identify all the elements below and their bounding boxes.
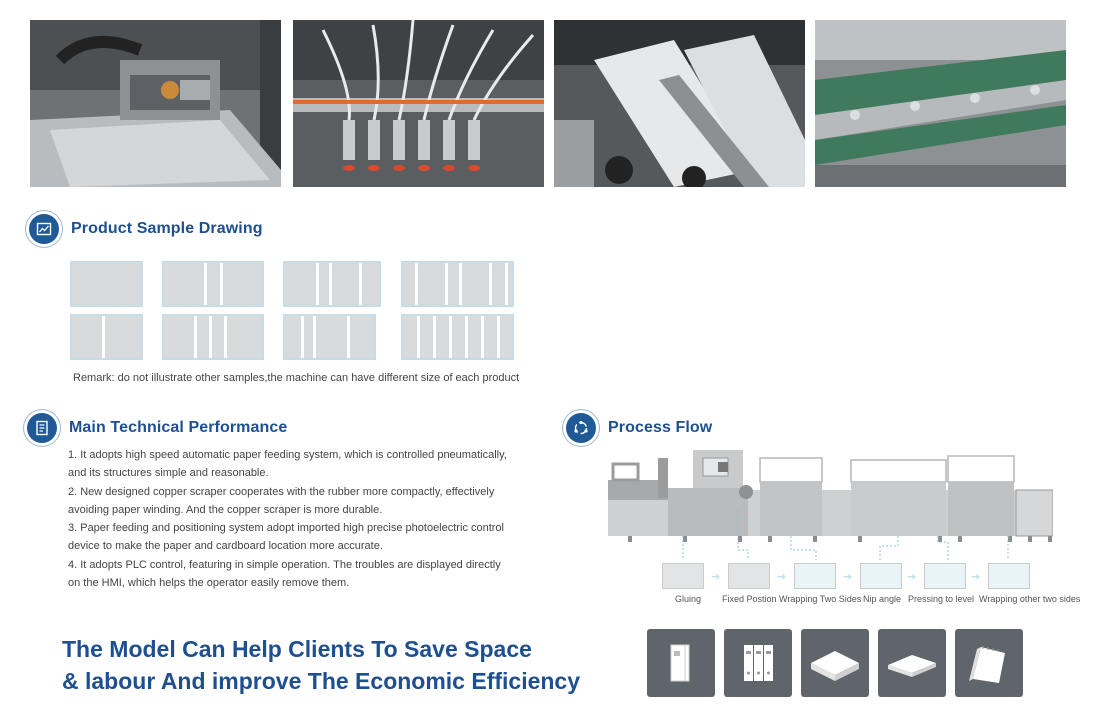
performance-line: 3. Paper feeding and positioning system … bbox=[68, 522, 504, 535]
arrow-icon: ➔ bbox=[777, 571, 787, 583]
performance-line: 1. It adopts high speed automatic paper … bbox=[68, 449, 507, 461]
lever-arch-files-icon bbox=[724, 629, 792, 697]
sample-five-lines bbox=[401, 261, 514, 307]
drawing-icon bbox=[29, 214, 59, 244]
machine-diagram bbox=[608, 450, 1054, 562]
slogan: The Model Can Help Clients To Save Space… bbox=[62, 633, 580, 697]
step-label: Nip angle bbox=[863, 594, 902, 604]
step-label: Wrapping Two Sides bbox=[779, 594, 862, 604]
sample-six-lines bbox=[401, 314, 514, 360]
step-label: Pressing to level bbox=[908, 594, 975, 604]
performance-list: 1. It adopts high speed automatic paper … bbox=[68, 446, 518, 592]
sample-plain bbox=[70, 261, 143, 307]
slogan-line-1: The Model Can Help Clients To Save Space bbox=[62, 636, 532, 662]
machine-feeder-photo bbox=[30, 20, 281, 187]
document-icon bbox=[27, 413, 57, 443]
rubber-roller-photo bbox=[554, 20, 805, 187]
performance-line: 4. It adopts PLC control, featuring in s… bbox=[68, 558, 501, 571]
arrow-icon: ➔ bbox=[907, 571, 917, 583]
hardcover-box-icon bbox=[801, 629, 869, 697]
step-label: Gluing bbox=[675, 594, 702, 604]
sample-three-lines-b bbox=[162, 314, 264, 360]
step-gluing-box bbox=[662, 563, 704, 589]
conveyor-belt-photo bbox=[815, 20, 1066, 187]
step-nip-angle-box bbox=[860, 563, 902, 589]
sample-three-lines-c bbox=[283, 314, 376, 360]
performance-line: device to make the paper and cardboard l… bbox=[68, 540, 383, 553]
arrow-icon: ➔ bbox=[971, 571, 981, 583]
desk-calendar-icon bbox=[955, 629, 1023, 697]
performance-title: Main Technical Performance bbox=[69, 419, 288, 436]
performance-line: 2. New designed copper scraper cooperate… bbox=[68, 485, 495, 498]
step-wrapping-other-box bbox=[988, 563, 1030, 589]
performance-line: and its structures simple and reasonable… bbox=[68, 467, 269, 480]
step-fixed-position-box bbox=[728, 563, 770, 589]
sample-two-lines bbox=[162, 261, 264, 307]
sample-remark: Remark: do not illustrate other samples,… bbox=[73, 372, 520, 384]
step-pressing-box bbox=[924, 563, 966, 589]
step-wrapping-two-sides-box bbox=[794, 563, 836, 589]
step-label: Wrapping other two sides bbox=[979, 594, 1081, 604]
pneumatic-suction-photo bbox=[293, 20, 544, 187]
ring-binder-icon bbox=[647, 629, 715, 697]
product-sample-title: Product Sample Drawing bbox=[71, 220, 263, 237]
arrow-icon: ➔ bbox=[711, 571, 721, 583]
step-label: Fixed Postion bbox=[722, 594, 777, 604]
hardcover-book-icon bbox=[878, 629, 946, 697]
performance-line: on the HMI, which helps the operator eas… bbox=[68, 577, 350, 590]
process-flow-title: Process Flow bbox=[608, 419, 713, 436]
performance-line: avoiding paper winding. And the copper s… bbox=[68, 503, 383, 516]
cycle-icon bbox=[566, 413, 596, 443]
sample-one-line bbox=[70, 314, 143, 360]
arrow-icon: ➔ bbox=[843, 571, 853, 583]
slogan-line-2: & labour And improve The Economic Effici… bbox=[62, 668, 581, 694]
sample-three-lines bbox=[283, 261, 381, 307]
